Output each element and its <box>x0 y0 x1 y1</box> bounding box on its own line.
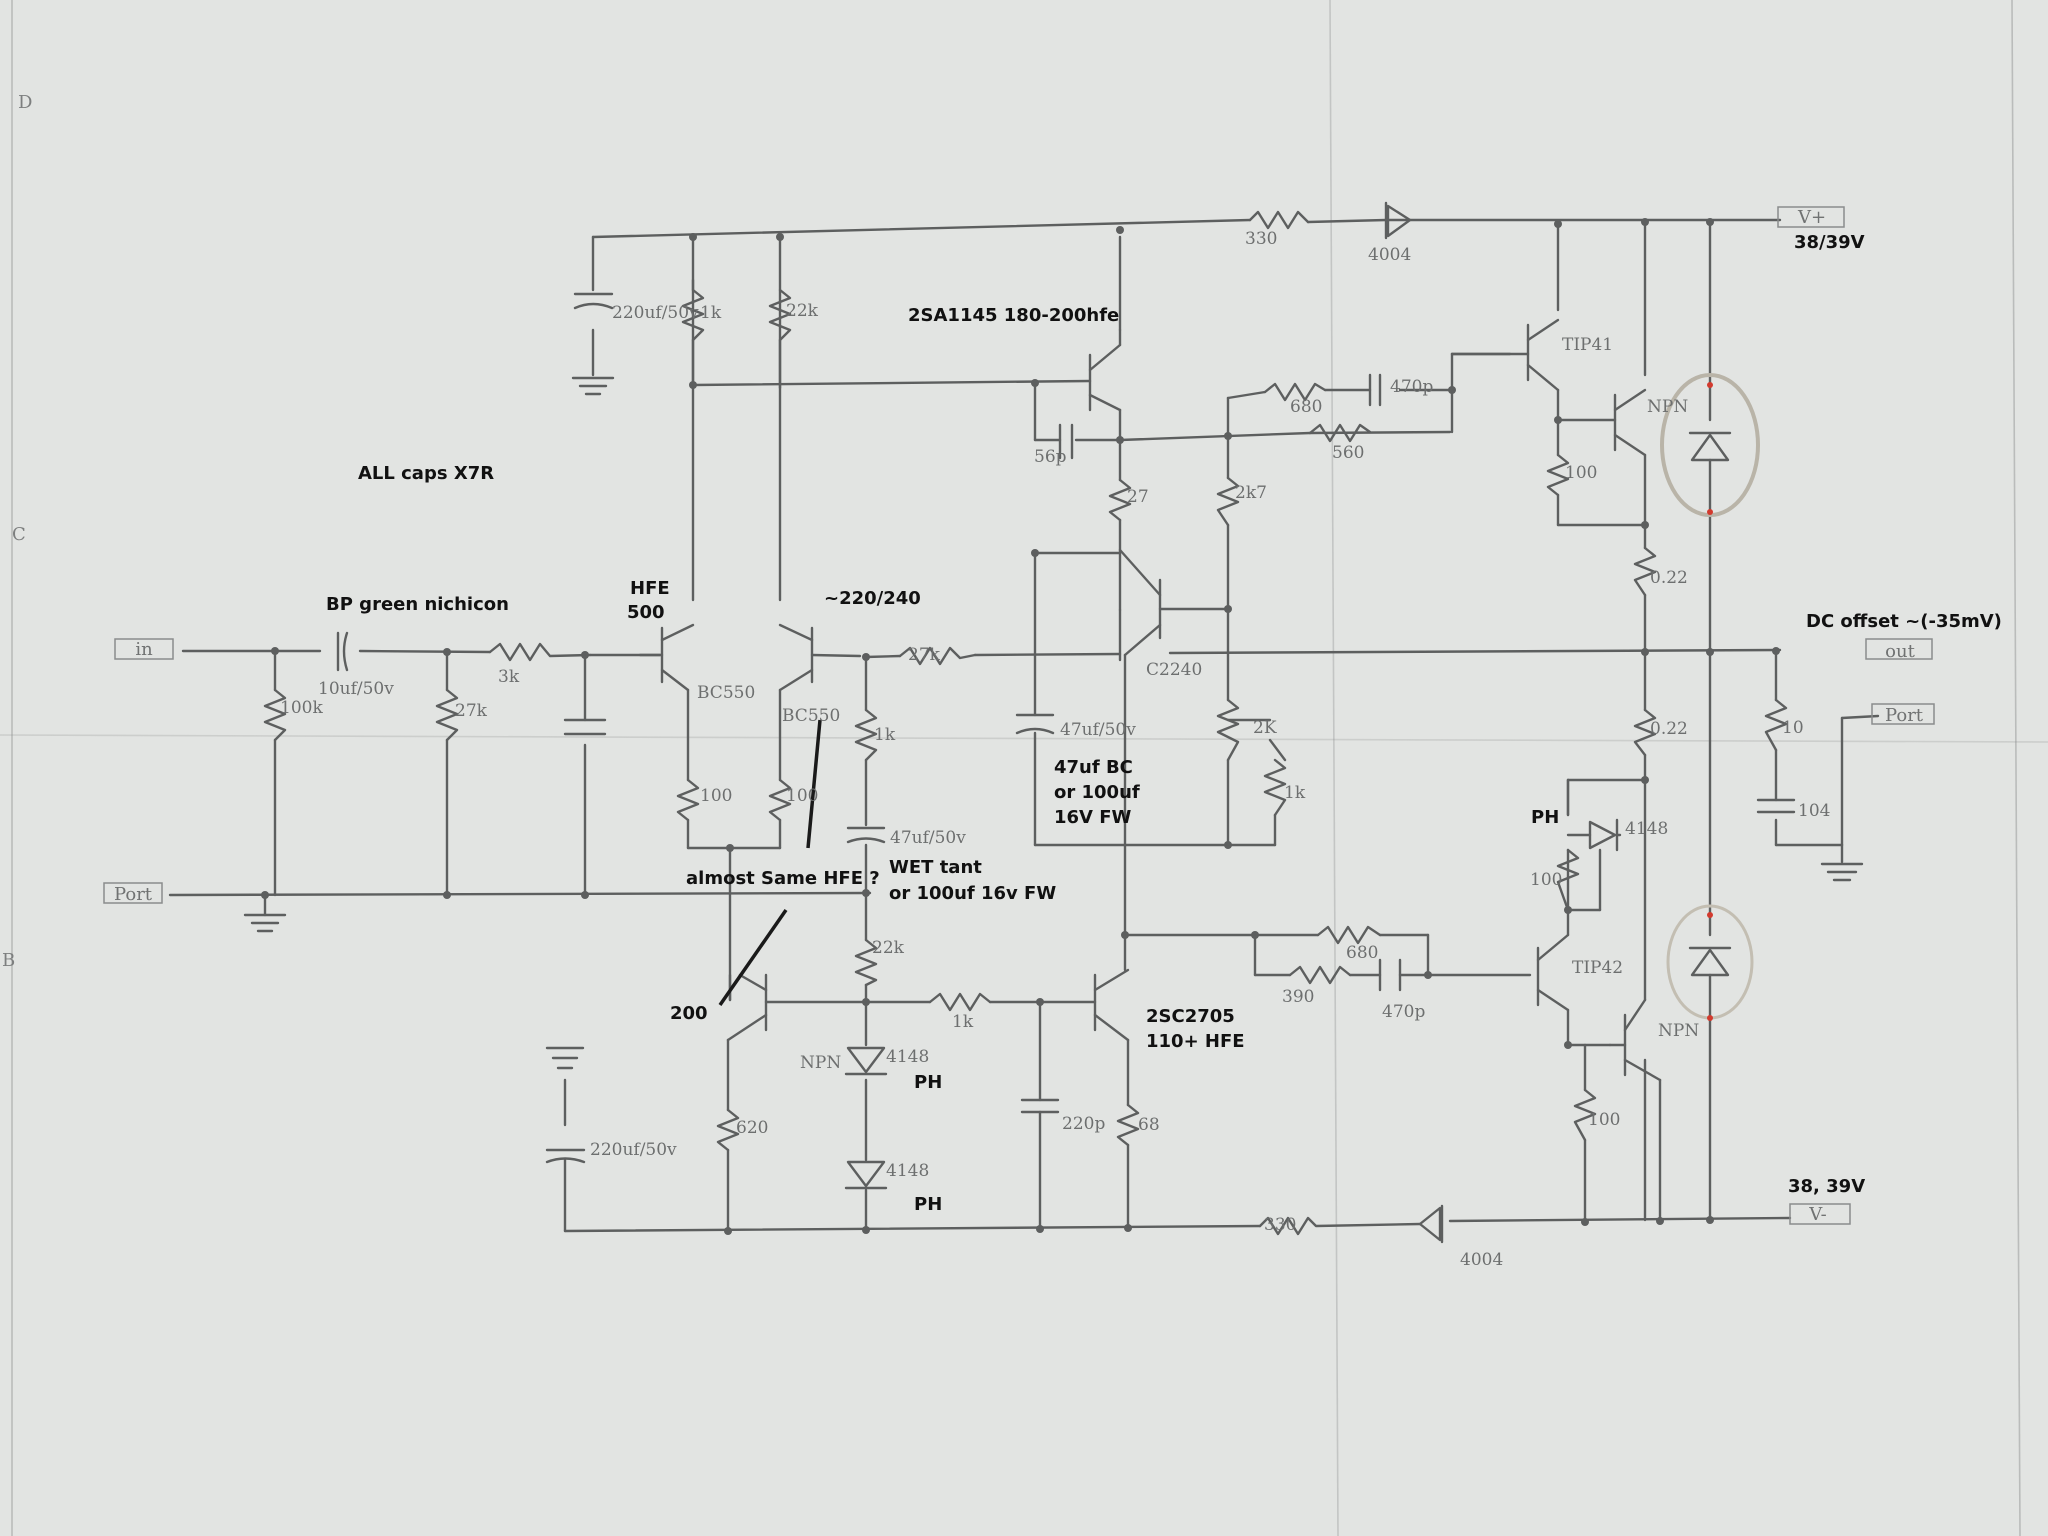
label-r680-top: 680 <box>1290 397 1322 417</box>
label-r100k: 100k <box>280 698 323 718</box>
label-r27: 27 <box>1127 487 1149 507</box>
label-c47-left: 47uf/50v <box>1060 720 1136 740</box>
label-r022-bot: 0.22 <box>1650 719 1688 739</box>
label-r100-b: 100 <box>786 786 818 806</box>
label-c104: 104 <box>1798 801 1830 821</box>
note-ph-right: PH <box>1531 807 1559 828</box>
label-c220p: 220p <box>1062 1114 1105 1134</box>
grid-row-d: D <box>18 92 32 113</box>
note-2sc2705-2: 110+ HFE <box>1146 1031 1245 1052</box>
label-tip42: TIP42 <box>1572 958 1623 978</box>
label-c220-bot: 220uf/50v <box>590 1140 677 1160</box>
note-c47-bc-1: 47uf BC <box>1054 757 1133 778</box>
port-in: in <box>135 639 153 660</box>
red-marks <box>1707 382 1713 1021</box>
note-v-top: 38/39V <box>1794 232 1865 253</box>
label-d4004-top: 4004 <box>1368 245 1411 265</box>
grid-row-c: C <box>12 524 26 545</box>
pen-stroke-diagonal <box>718 909 788 1006</box>
label-d4148-b: 4148 <box>886 1161 929 1181</box>
label-c47-mid: 47uf/50v <box>890 828 966 848</box>
label-r680-bot: 680 <box>1346 943 1378 963</box>
port-right: Port <box>1885 705 1924 726</box>
label-c10u: 10uf/50v <box>318 679 394 699</box>
label-c470p-bot: 470p <box>1382 1002 1425 1022</box>
label-npn-diode: NPN <box>800 1053 841 1073</box>
label-r1k-top: 1k <box>700 303 722 323</box>
note-hfe-220-240: ~220/240 <box>824 588 921 609</box>
label-npn-top: NPN <box>1647 397 1688 417</box>
label-r022-top: 0.22 <box>1650 568 1688 588</box>
port-out: out <box>1885 641 1915 662</box>
junction-dots <box>261 218 1780 1235</box>
label-r330-top: 330 <box>1245 229 1277 249</box>
label-pot2k: 2K <box>1253 718 1277 738</box>
label-r22k-top: 22k <box>786 301 819 321</box>
label-r330-bot: 330 <box>1264 1215 1296 1235</box>
label-r100-top: 100 <box>1565 463 1597 483</box>
note-wet-tant-1: WET tant <box>889 857 982 878</box>
note-c47-bc-2: or 100uf <box>1054 782 1140 803</box>
note-hfe: HFE <box>630 578 670 599</box>
note-dc-offset: DC offset ~(-35mV) <box>1806 611 2002 632</box>
component-shapes <box>243 201 1864 1244</box>
paper-fold-vertical <box>1329 0 1339 1536</box>
note-2sc2705-1: 2SC2705 <box>1146 1006 1235 1027</box>
label-c220-top: 220uf/50v <box>612 303 699 323</box>
label-c470p-top: 470p <box>1390 377 1433 397</box>
paper-border-right <box>2011 0 2021 1536</box>
diode-4004-top <box>1386 204 1412 238</box>
port-left: Port <box>114 884 153 905</box>
resistor-330-top <box>1248 210 1310 230</box>
label-r27k-fb: 27k <box>908 645 941 665</box>
note-caps-x7r: ALL caps X7R <box>358 463 494 484</box>
note-bp-nichicon: BP green nichicon <box>326 594 509 615</box>
label-r27k-in: 27k <box>455 701 488 721</box>
component-labels: 330 4004 220uf/50v 1k 22k 10uf/50v 100k … <box>280 229 1830 1270</box>
label-r390: 390 <box>1282 987 1314 1007</box>
label-r3k: 3k <box>498 667 520 687</box>
note-hfe-500: 500 <box>627 602 665 623</box>
label-r2k7: 2k7 <box>1235 483 1267 503</box>
note-200: 200 <box>670 1003 708 1024</box>
label-r1k-pot: 1k <box>1284 783 1306 803</box>
label-r22k-bot: 22k <box>872 938 905 958</box>
label-npn-bot: NPN <box>1658 1021 1699 1041</box>
label-d4004-bot: 4004 <box>1460 1250 1503 1270</box>
port-vplus: V+ <box>1797 207 1826 228</box>
note-v-bot: 38, 39V <box>1788 1176 1865 1197</box>
note-ph-2: PH <box>914 1194 942 1215</box>
label-q2: BC550 <box>782 706 840 726</box>
label-r1k-bot: 1k <box>952 1012 974 1032</box>
note-ph-1: PH <box>914 1072 942 1093</box>
label-d4148-a: 4148 <box>886 1047 929 1067</box>
label-c56p: 56p <box>1034 447 1067 467</box>
label-r1k-mid: 1k <box>874 725 896 745</box>
label-c2240: C2240 <box>1146 660 1202 680</box>
label-r560: 560 <box>1332 443 1364 463</box>
label-r100-ph: 100 <box>1530 870 1562 890</box>
label-r100-a: 100 <box>700 786 732 806</box>
label-r620: 620 <box>736 1118 768 1138</box>
port-boxes <box>103 206 1935 1225</box>
note-c47-bc-3: 16V FW <box>1054 807 1132 828</box>
label-tip41: TIP41 <box>1562 335 1613 355</box>
label-r100-bot: 100 <box>1588 1110 1620 1130</box>
paper-fold-horizontal <box>0 734 2048 743</box>
note-almost-same-hfe: almost Same HFE ? <box>686 868 880 889</box>
label-r10: 10 <box>1782 718 1804 738</box>
grid-row-b: B <box>2 950 15 971</box>
wires <box>168 218 1880 1233</box>
label-q1: BC550 <box>697 683 755 703</box>
label-r68: 68 <box>1138 1115 1160 1135</box>
label-d4148-right: 4148 <box>1625 819 1668 839</box>
port-vminus: V- <box>1808 1204 1826 1225</box>
annotations: ALL caps X7R BP green nichicon HFE 500 ~… <box>326 232 2002 1215</box>
pen-stroke-vertical <box>806 719 822 849</box>
note-2sa1145: 2SA1145 180-200hfe <box>908 305 1119 326</box>
note-wet-tant-2: or 100uf 16v FW <box>889 883 1056 904</box>
